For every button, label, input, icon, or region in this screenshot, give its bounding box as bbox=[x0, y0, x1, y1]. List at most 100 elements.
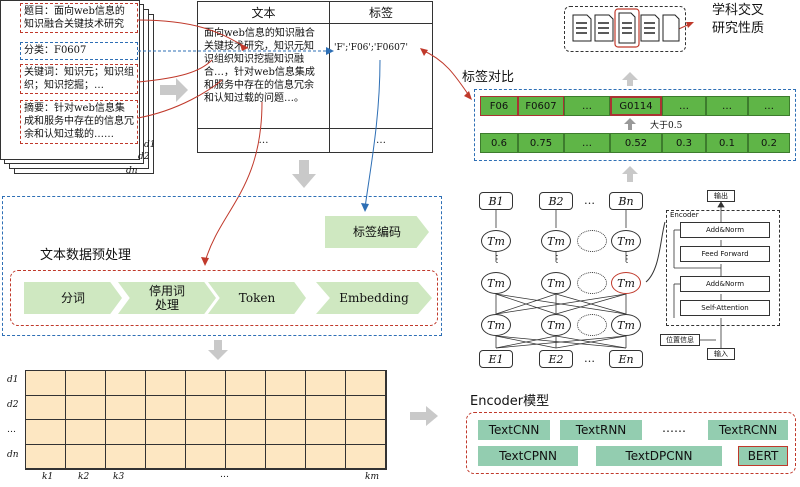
tm-node-bot-1: Tm bbox=[481, 314, 511, 336]
input-node-en: En bbox=[609, 350, 643, 368]
vdots-1: ⋮ bbox=[492, 254, 502, 265]
input-box: 输入 bbox=[707, 348, 735, 360]
step-token: Token bbox=[208, 282, 306, 314]
tag-cell-7: … bbox=[748, 96, 790, 116]
tm-node-top-1: Tm bbox=[481, 230, 511, 252]
position-info-box: 位置信息 bbox=[660, 334, 700, 346]
arrow-up-result bbox=[622, 72, 638, 86]
result-label: 学科交叉 研究性质 bbox=[711, 3, 764, 36]
tag-cell-6: … bbox=[706, 96, 748, 116]
arrow-table-down bbox=[292, 160, 316, 188]
tag-cell-4: G0114 bbox=[610, 96, 662, 116]
doc-abstract-field: 摘要：针对web信息集成和服务中存在的信息冗余和认知过载的…… bbox=[20, 100, 138, 144]
output-node-b2: B2 bbox=[539, 192, 573, 210]
tag-encoding-step: 标签编码 bbox=[325, 216, 429, 248]
encoder-block-label: Encoder bbox=[670, 211, 699, 219]
table-header-text: 文本 bbox=[198, 2, 330, 24]
tm-node-mid-2: Tm bbox=[541, 272, 571, 294]
vdots-3: ⋮ bbox=[622, 254, 632, 265]
encoder-network-lines bbox=[495, 210, 627, 349]
doc-label-dn: dn bbox=[126, 166, 138, 176]
tm-node-mid-n: Tm bbox=[611, 272, 641, 294]
input-node-e2: E2 bbox=[539, 350, 573, 368]
tag-cell-1: F06 bbox=[480, 96, 518, 116]
encoder-block bbox=[666, 210, 780, 326]
compare-region bbox=[474, 89, 796, 161]
tm-node-bot-n: Tm bbox=[611, 314, 641, 336]
arrow-doc-to-table bbox=[160, 78, 188, 102]
feedforward-box: Feed Forward bbox=[680, 246, 770, 262]
input-node-e1: E1 bbox=[479, 350, 513, 368]
encoder-detail-arrows bbox=[673, 201, 725, 348]
tm-node-bot-2: Tm bbox=[541, 314, 571, 336]
doc-keywords-field: 关键词：知识元；知识组织；知识挖掘；… bbox=[20, 64, 138, 94]
embedding-matrix bbox=[25, 370, 387, 470]
matrix-col-label-km: km bbox=[365, 472, 379, 482]
greater-label: 大于0.5 bbox=[650, 121, 683, 131]
input-nodes-dots: … bbox=[584, 352, 595, 365]
arrow-matrix-right bbox=[410, 406, 438, 426]
model-textrcnn: TextRCNN bbox=[708, 420, 788, 440]
addnorm-top: Add&Norm bbox=[680, 222, 770, 238]
doc-class-field: 分类：F0607 bbox=[20, 42, 138, 60]
table-cell-text: 面向web信息的知识融合关键技术研究，知识元知识组织知识挖掘知识融合…，针对we… bbox=[198, 24, 330, 129]
tag-cell-5: … bbox=[662, 96, 706, 116]
doc-title-field: 题目：面向web信息的知识融合关键技术研究 bbox=[20, 3, 138, 33]
matrix-row-label-d1: d1 bbox=[7, 375, 19, 385]
model-textdpcnn: TextDPCNN bbox=[596, 446, 722, 466]
documents-icon bbox=[572, 8, 680, 48]
compare-label: 标签对比 bbox=[462, 70, 515, 85]
step-embedding: Embedding bbox=[316, 282, 432, 314]
tm-node-mid-1: Tm bbox=[481, 272, 511, 294]
tm-node-bot-dotted bbox=[577, 314, 607, 336]
model-ellipsis: …… bbox=[662, 421, 686, 435]
score-cell-7: 0.2 bbox=[748, 133, 790, 153]
matrix-row-label-dn: dn bbox=[7, 450, 19, 460]
model-textrnn: TextRNN bbox=[560, 420, 642, 440]
table-cell-ellipsis-2: … bbox=[376, 135, 386, 146]
arrow-preprocess-down bbox=[208, 340, 228, 360]
output-nodes-dots: … bbox=[584, 194, 595, 207]
tm-node-top-dotted bbox=[577, 230, 607, 252]
encoder-detail: 输出 Encoder Add&Norm Feed Forward Add&Nor… bbox=[660, 190, 786, 360]
preprocess-steps-box bbox=[10, 270, 438, 326]
matrix-row-label-dots: … bbox=[7, 425, 16, 435]
tm-node-top-n: Tm bbox=[611, 230, 641, 252]
preprocess-title: 文本数据预处理 bbox=[40, 248, 132, 263]
score-cell-4: 0.52 bbox=[610, 133, 662, 153]
score-cell-2: 0.75 bbox=[518, 133, 564, 153]
score-cell-5: 0.3 bbox=[662, 133, 706, 153]
matrix-row-label-d2: d2 bbox=[7, 400, 19, 410]
tag-cell-2: F0607 bbox=[518, 96, 564, 116]
score-cell-6: 0.1 bbox=[706, 133, 748, 153]
model-bert: BERT bbox=[738, 446, 788, 466]
output-node-bn: Bn bbox=[609, 192, 643, 210]
arrow-up-encoder bbox=[622, 166, 638, 182]
model-textcpnn: TextCPNN bbox=[478, 446, 578, 466]
text-tag-table: 文本 标签 面向web信息的知识融合关键技术研究，知识元知识组织知识挖掘知识融合… bbox=[197, 1, 433, 153]
models-box bbox=[466, 412, 796, 474]
step-stopwords: 停用词 处理 bbox=[118, 282, 216, 314]
table-cell-ellipsis-1: … bbox=[198, 129, 330, 152]
vdots-2: ⋮ bbox=[552, 254, 562, 265]
model-textcnn: TextCNN bbox=[478, 420, 550, 440]
matrix-col-label-k3: k3 bbox=[113, 472, 125, 482]
selfattention-box: Self-Attention bbox=[680, 300, 770, 316]
matrix-col-label-k2: k2 bbox=[78, 472, 90, 482]
table-cell-tag: 'F';'F06';'F0607' bbox=[330, 24, 432, 129]
matrix-col-label-dots: … bbox=[220, 470, 229, 480]
matrix-col-label-k1: k1 bbox=[42, 472, 54, 482]
tag-cell-3: … bbox=[564, 96, 610, 116]
docs-icon-box bbox=[564, 6, 686, 52]
encoder-model-title: Encoder模型 bbox=[470, 394, 550, 409]
tm-node-top-2: Tm bbox=[541, 230, 571, 252]
preprocess-region bbox=[2, 196, 442, 336]
step-tokenize: 分词 bbox=[24, 282, 122, 314]
table-header-tag: 标签 bbox=[330, 2, 432, 24]
output-node-b1: B1 bbox=[479, 192, 513, 210]
addnorm-bottom: Add&Norm bbox=[680, 276, 770, 292]
doc-label-d1: d1 bbox=[144, 140, 156, 150]
doc-label-d2: d2 bbox=[138, 152, 150, 162]
arrow-up-greater bbox=[624, 118, 636, 130]
